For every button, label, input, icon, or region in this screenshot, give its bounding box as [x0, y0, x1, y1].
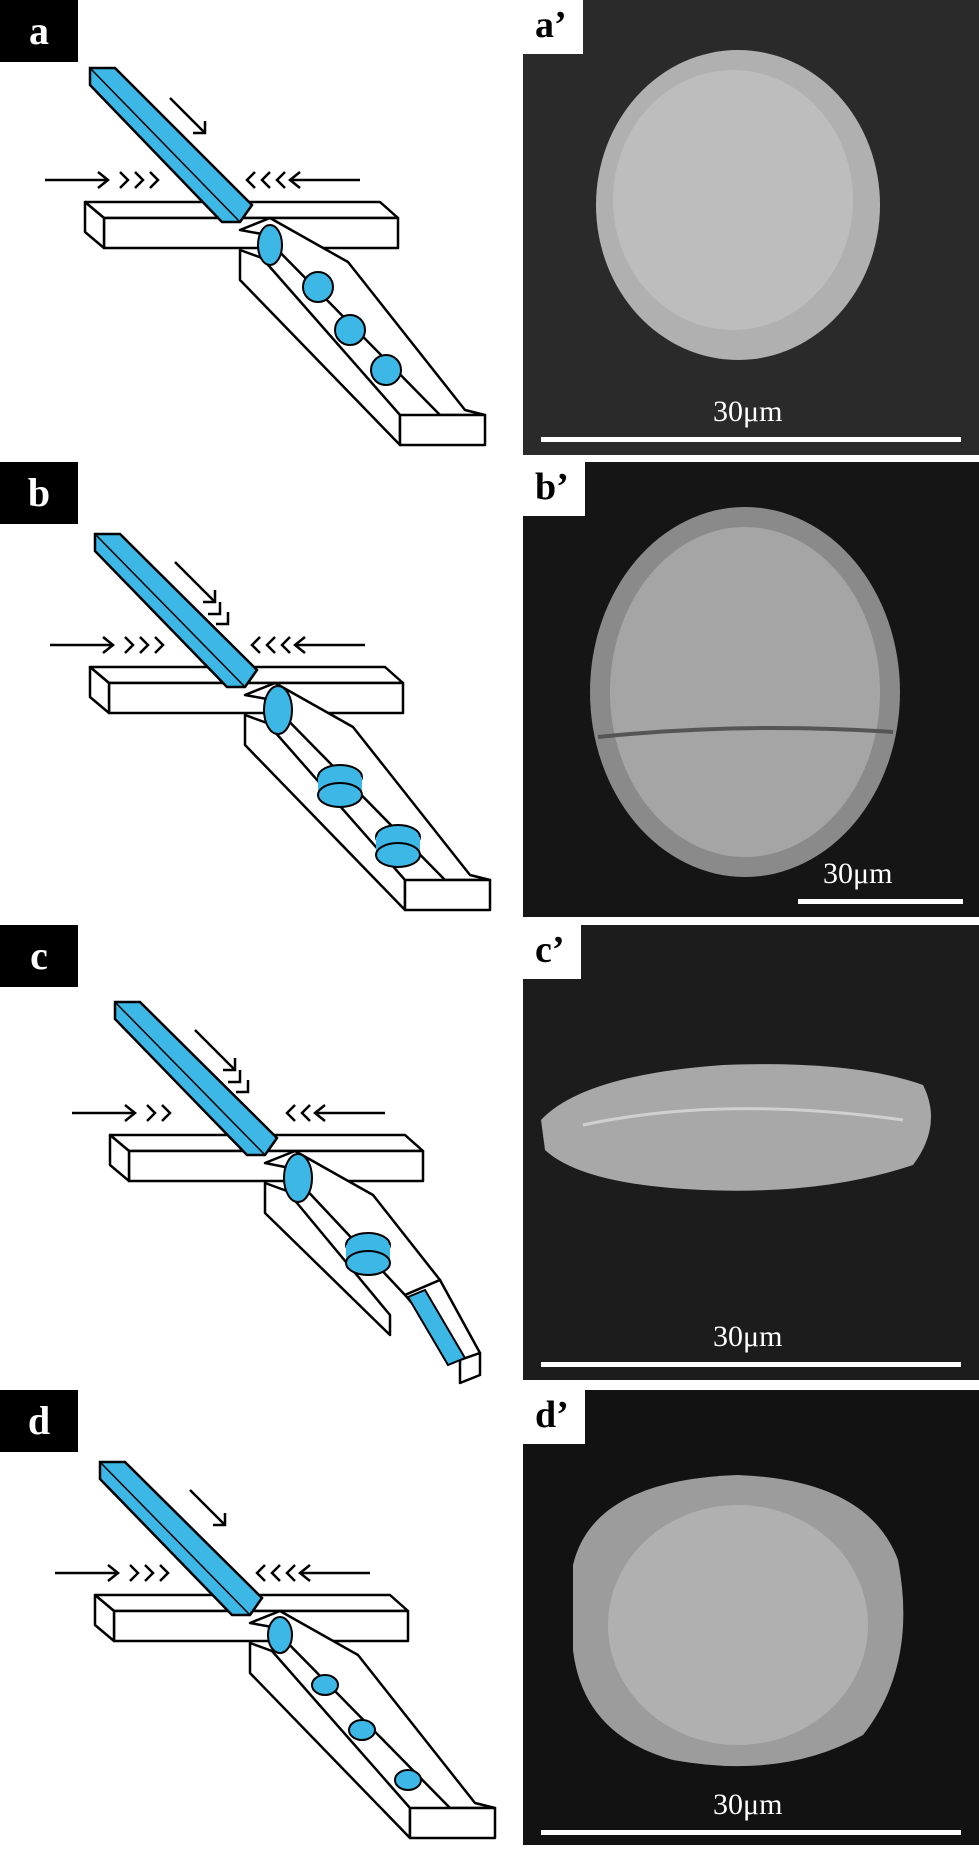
- microfluidic-diagram-b: [50, 532, 492, 912]
- microfluidic-diagram-c: [72, 1000, 482, 1385]
- panel-a: a: [0, 0, 979, 460]
- panel-label-a: a: [0, 0, 78, 62]
- sem-image-d: d’ 30μm: [523, 1390, 979, 1845]
- panel-c: c: [0, 925, 979, 1385]
- sem-image-b: b’ 30μm: [523, 462, 979, 917]
- sem-image-c: c’ 30μm: [523, 925, 979, 1380]
- sem-image-a: a’ 30μm: [523, 0, 979, 455]
- fluid-inlet: [88, 66, 254, 224]
- sem-label-c: c’: [523, 925, 581, 979]
- panel-d: d: [0, 1390, 979, 1850]
- panel-b: b: [0, 462, 979, 922]
- panel-label-c: c: [0, 925, 78, 987]
- scale-text-c: 30μm: [713, 1320, 783, 1353]
- fluid-inlet: [98, 1460, 264, 1617]
- sem-label-a: a’: [523, 0, 583, 54]
- scale-text-d: 30μm: [713, 1788, 783, 1821]
- panel-label-b: b: [0, 462, 78, 524]
- scale-text-b: 30μm: [823, 857, 893, 890]
- panel-label-d: d: [0, 1390, 78, 1452]
- scale-bar-d: [541, 1830, 961, 1835]
- scale-text-a: 30μm: [713, 395, 783, 428]
- microfluidic-diagram-a: [45, 66, 487, 447]
- sem-label-b: b’: [523, 462, 585, 516]
- fluid-inlet: [93, 532, 259, 689]
- scale-bar-a: [541, 437, 961, 442]
- sem-label-d: d’: [523, 1390, 585, 1444]
- scale-bar-b: [798, 899, 963, 904]
- fluid-outlet: [406, 1288, 467, 1367]
- fluid-inlet: [113, 1000, 279, 1157]
- microfluidic-diagram-d: [55, 1460, 497, 1840]
- scale-bar-c: [541, 1362, 961, 1367]
